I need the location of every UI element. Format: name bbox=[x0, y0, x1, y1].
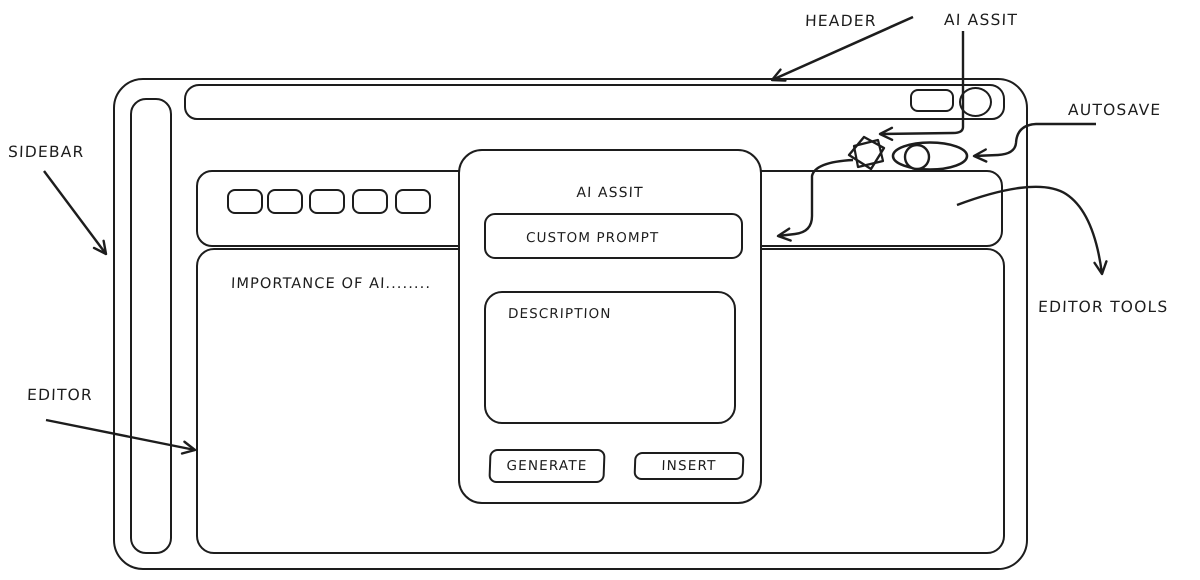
generate-button[interactable]: GENERATE bbox=[488, 449, 606, 483]
toolbar-button[interactable] bbox=[395, 189, 431, 214]
insert-button[interactable]: INSERT bbox=[633, 452, 745, 480]
custom-prompt-label: CUSTOM PROMPT bbox=[525, 230, 660, 246]
modal-title: AI ASSIT bbox=[576, 185, 644, 201]
ai-assist-modal: AI ASSIT CUSTOM PROMPT DESCRIPTION GENER… bbox=[458, 149, 762, 504]
callout-editor-label: EDITOR bbox=[26, 386, 94, 404]
user-avatar-icon[interactable] bbox=[959, 87, 992, 117]
toolbar-button[interactable] bbox=[309, 189, 345, 214]
toolbar-button[interactable] bbox=[227, 189, 263, 214]
callout-header-label: HEADER bbox=[804, 12, 878, 30]
toolbar-button[interactable] bbox=[352, 189, 388, 214]
description-label: DESCRIPTION bbox=[507, 306, 612, 322]
callout-editor-tools-label: EDITOR TOOLS bbox=[1037, 298, 1169, 316]
header-bar bbox=[184, 84, 1005, 120]
custom-prompt-input[interactable]: CUSTOM PROMPT bbox=[484, 213, 743, 259]
editor-content-text: IMPORTANCE OF AI........ bbox=[230, 276, 432, 292]
description-textarea[interactable]: DESCRIPTION bbox=[484, 291, 736, 424]
sidebar[interactable] bbox=[130, 98, 172, 554]
sidebar-callout-arrow bbox=[43, 170, 108, 256]
toolbar-button[interactable] bbox=[267, 189, 303, 214]
header-action-button[interactable] bbox=[910, 89, 954, 112]
callout-ai-assist-label: AI ASSIT bbox=[943, 11, 1019, 29]
callout-sidebar-label: SIDEBAR bbox=[7, 143, 85, 161]
callout-autosave-label: AUTOSAVE bbox=[1067, 101, 1162, 119]
